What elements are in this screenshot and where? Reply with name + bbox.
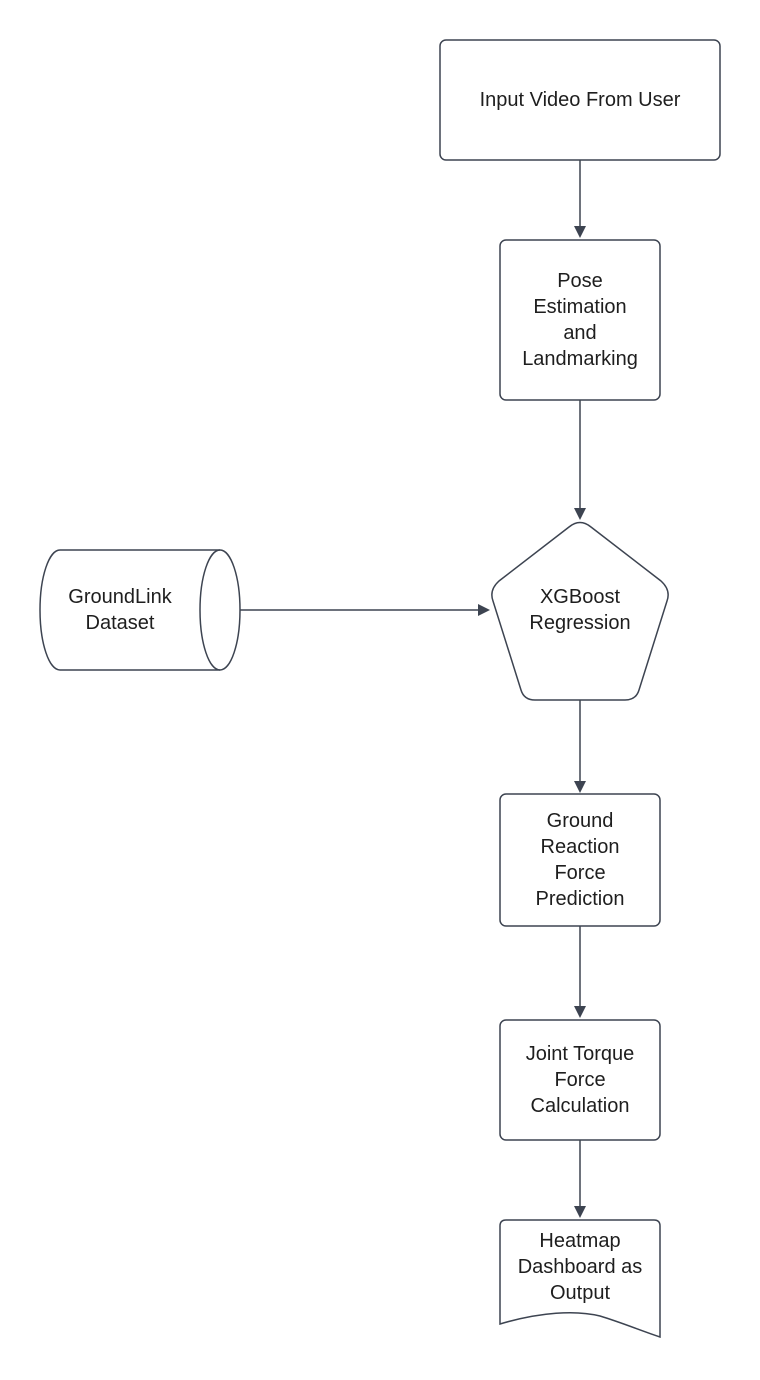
node-joint-torque (499, 1019, 661, 1141)
node-input-video (439, 39, 721, 161)
node-pose-estimation (499, 239, 661, 401)
node-grf-prediction (499, 793, 661, 927)
node-heatmap-output (499, 1219, 661, 1339)
node-xgboost-regression (491, 521, 669, 701)
node-groundlink-dataset (39, 549, 241, 671)
